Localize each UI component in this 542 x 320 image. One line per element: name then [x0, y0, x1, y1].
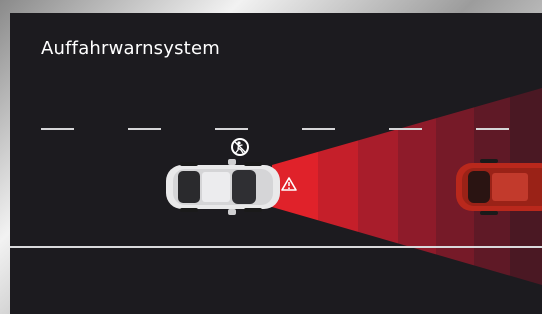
ego-car	[166, 159, 280, 215]
illustration: Auffahrwarnsystem	[10, 13, 542, 314]
page-title: Auffahrwarnsystem	[41, 38, 220, 59]
pedestrian-sensor-icon	[231, 138, 249, 156]
bottom-strip	[0, 314, 542, 320]
warning-triangle-icon	[282, 178, 296, 190]
lead-car	[456, 159, 542, 215]
